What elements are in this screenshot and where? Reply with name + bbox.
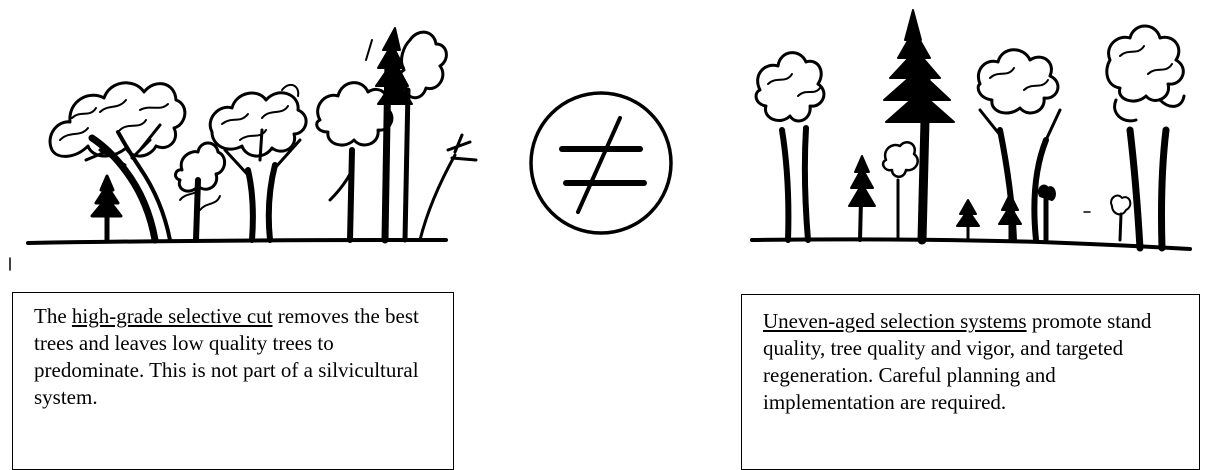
right-left-broadleaf (756, 53, 824, 240)
right-large-conifer (884, 10, 954, 240)
right-ground-line (752, 239, 1190, 249)
right-stand-illustration (752, 10, 1190, 249)
right-caption-term: Uneven-aged selection systems (763, 309, 1027, 333)
left-stand-illustration (10, 28, 476, 270)
left-caption-prefix: The (34, 304, 72, 328)
left-tall-cluster (317, 28, 476, 240)
right-small-conifer-2 (957, 200, 979, 240)
not-equal-icon (531, 93, 671, 233)
left-small-conifer (92, 176, 121, 241)
left-caption-box: The high-grade selective cut removes the… (12, 292, 454, 470)
right-small-conifer-1 (849, 156, 875, 240)
right-caption-box: Uneven-aged selection systems promote st… (741, 294, 1200, 470)
right-sapling-broadleaf (883, 142, 918, 240)
left-caption-term: high-grade selective cut (72, 304, 273, 328)
right-tiny-sapling (1111, 196, 1130, 240)
right-small-conifer-4 (1039, 186, 1055, 240)
left-scrub-tree (176, 143, 225, 240)
